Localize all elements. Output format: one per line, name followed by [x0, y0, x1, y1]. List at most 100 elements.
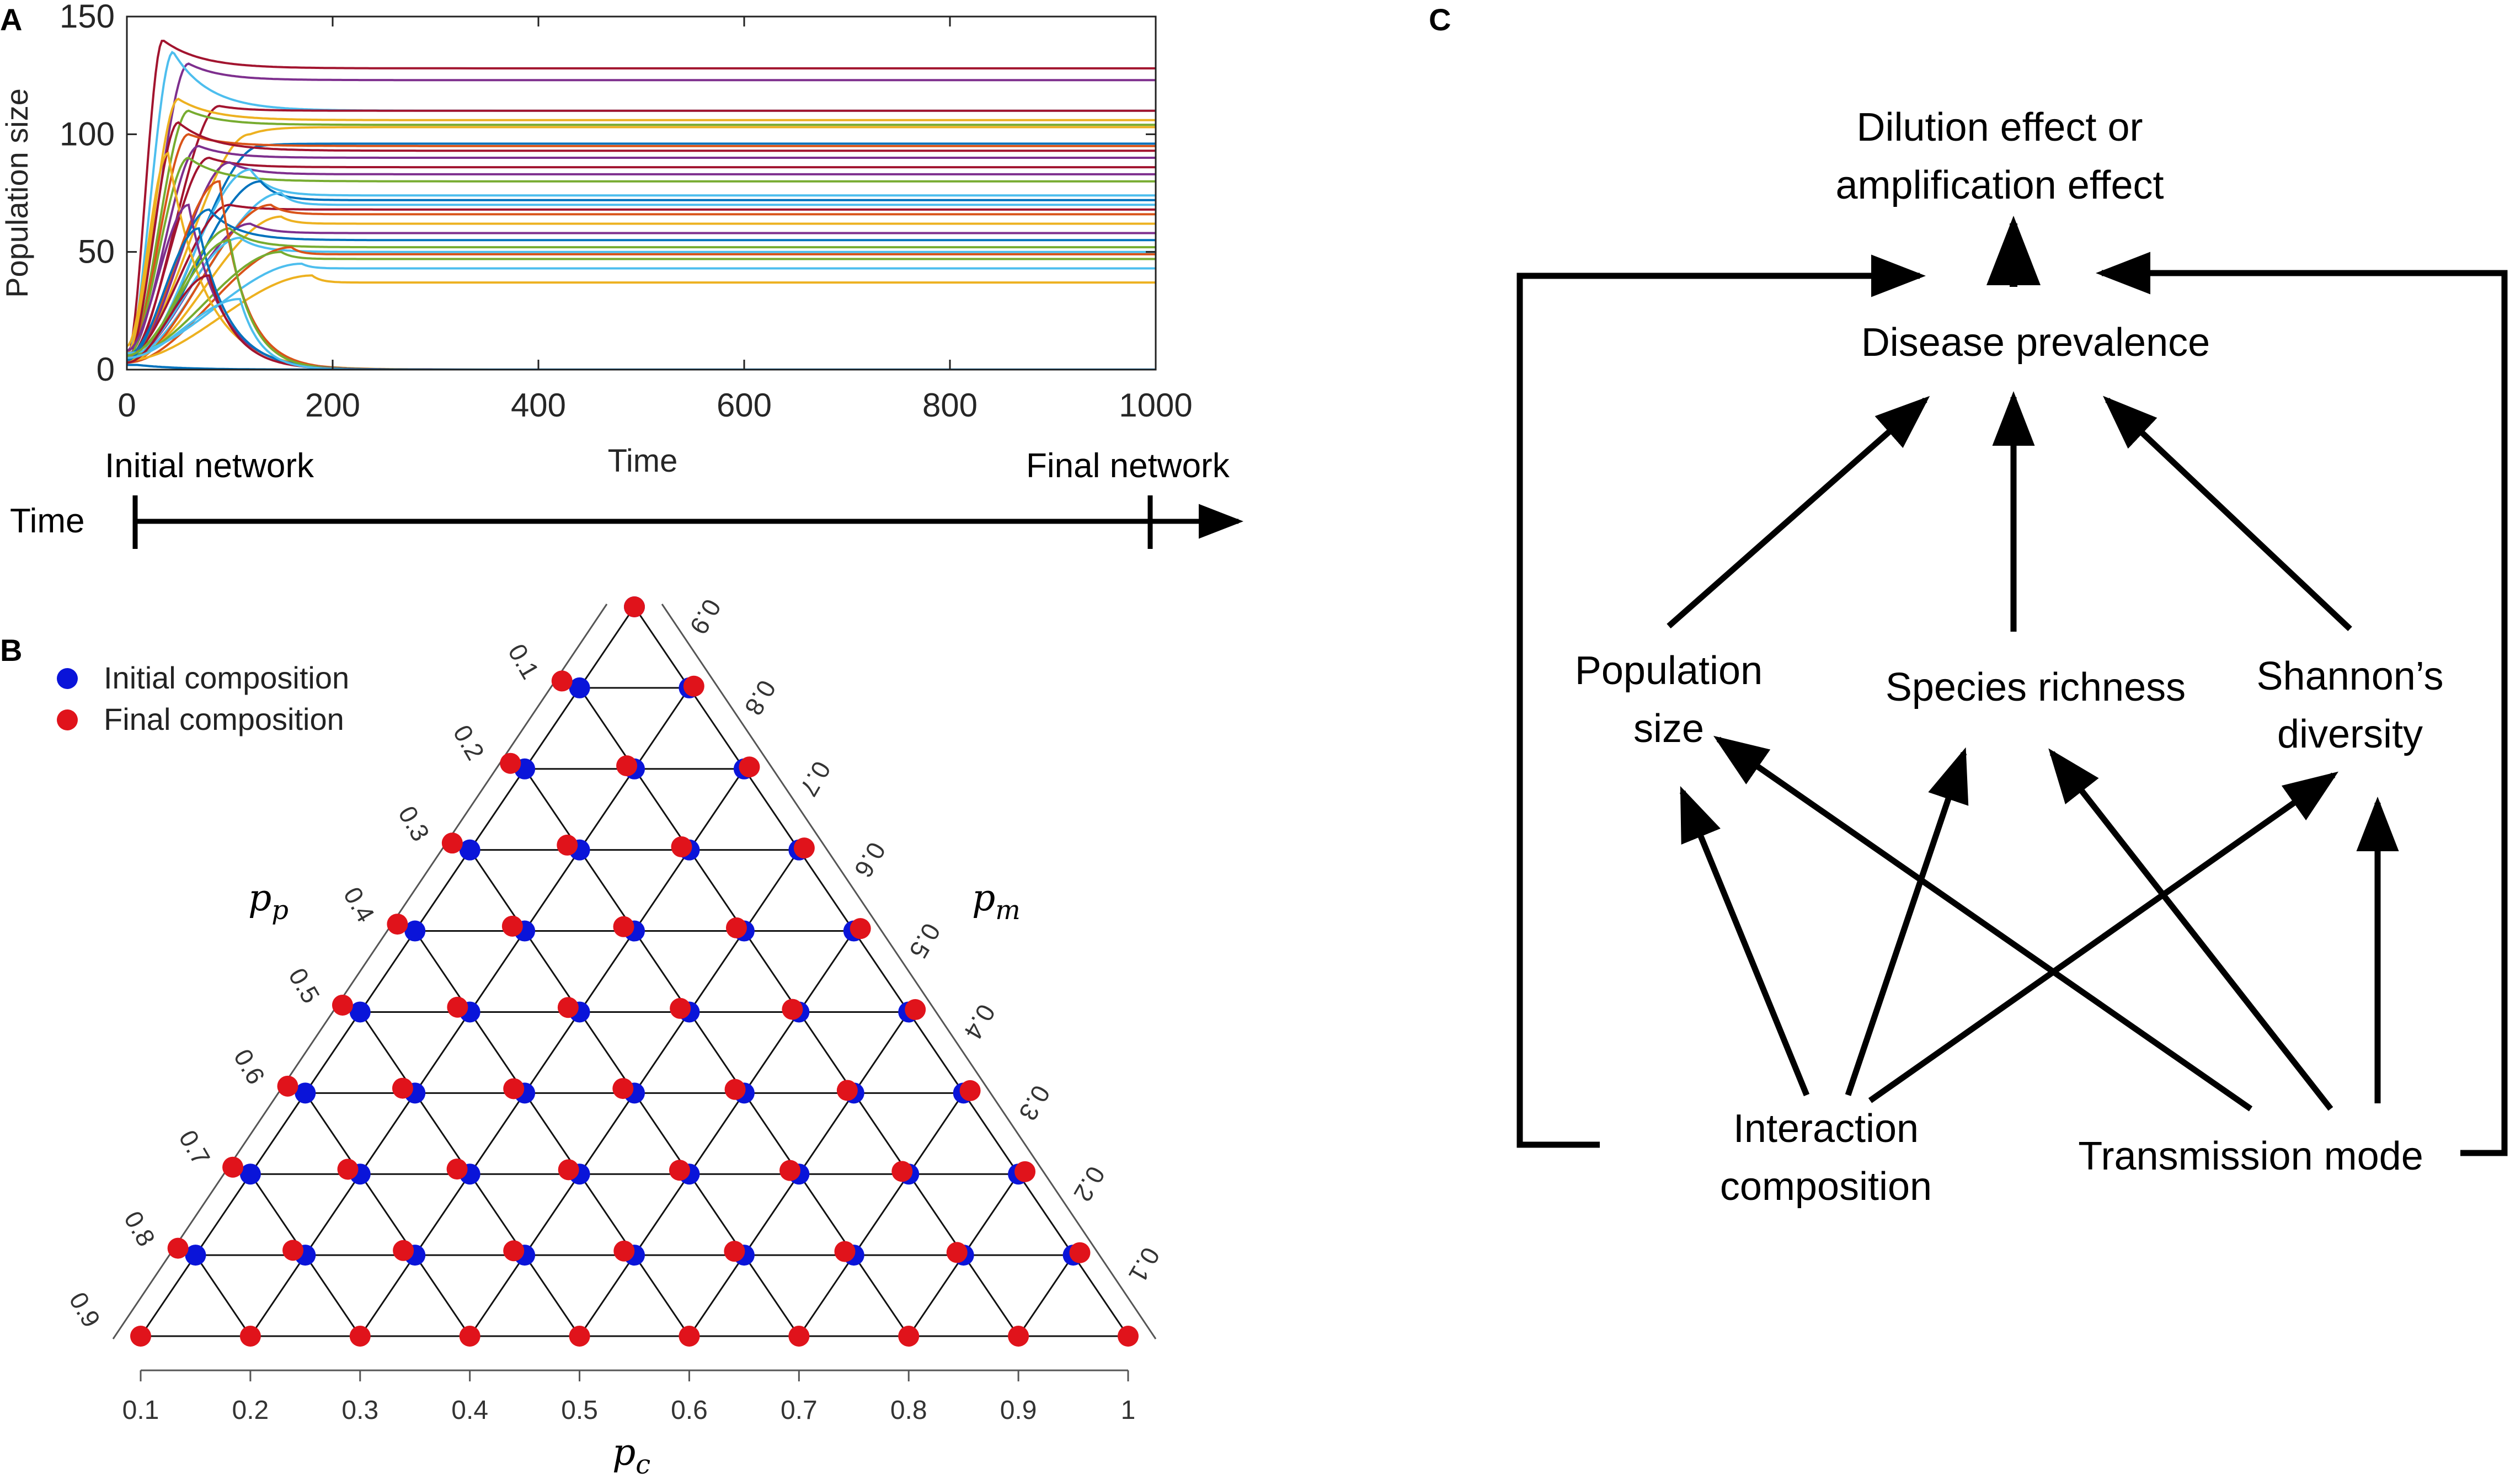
series-line-5: [127, 97, 1156, 354]
initial-point: [404, 920, 426, 942]
final-point: [337, 1159, 359, 1180]
final-point: [167, 1237, 189, 1259]
series-line-27: [127, 262, 1156, 355]
axis-label-pm: pm: [972, 877, 1021, 926]
series-line-28: [127, 274, 1156, 361]
left-tick-label: 0.5: [283, 963, 325, 1008]
bottom-tick-label: 0.5: [561, 1396, 598, 1425]
shannon-to-prevalence-arrow: [2102, 396, 2352, 632]
x-tick-label: 400: [511, 387, 566, 424]
shannon-diversity-line2: diversity: [2277, 712, 2423, 756]
x-tick-label: 0: [118, 387, 136, 424]
grid-line-r: [359, 768, 745, 1337]
right-tick-label: 0.1: [1123, 1242, 1166, 1287]
timeline-start-label: Initial network: [105, 447, 314, 485]
final-point: [130, 1326, 151, 1347]
axis-right-line: [661, 604, 1157, 1339]
timeline: Initial network Final network Time: [10, 447, 1243, 549]
interaction-to-shannon-arrow: [1868, 771, 2339, 1103]
final-point: [277, 1075, 298, 1097]
final-point: [349, 1326, 371, 1347]
grid-line-l: [195, 1255, 252, 1337]
interaction-composition-line2: composition: [1720, 1165, 1932, 1209]
legend: Initial composition Final composition: [57, 660, 349, 736]
outcome-label-line2: amplification effect: [1836, 163, 2164, 207]
final-point: [616, 755, 638, 777]
series-line-19: [127, 204, 1156, 364]
y-tick-label: 0: [97, 351, 115, 388]
shannon-diversity-line1: Shannon’s: [2257, 654, 2444, 698]
grid-line-r: [798, 1092, 964, 1337]
species-richness-label: Species richness: [1886, 665, 2186, 709]
initial-point: [459, 839, 480, 861]
population-size-line1: Population: [1575, 649, 1763, 693]
axis-label-pp: pp: [248, 877, 289, 926]
final-point: [447, 996, 468, 1018]
axis-label-pc: pc: [612, 1431, 650, 1480]
final-point: [779, 1160, 801, 1181]
final-point: [793, 837, 815, 859]
final-point: [446, 1159, 468, 1180]
final-point: [282, 1240, 304, 1261]
grid-line-r: [140, 606, 635, 1337]
legend-initial-label: Initial composition: [104, 660, 349, 695]
series-line-1: [127, 39, 1156, 359]
y-tick-label: 50: [78, 233, 115, 270]
transmission-mode-label: Transmission mode: [2078, 1134, 2423, 1178]
final-point: [671, 836, 692, 858]
series-line-15: [127, 168, 1156, 364]
final-point: [724, 1241, 745, 1262]
grid-line-r: [579, 930, 855, 1337]
final-point: [613, 916, 634, 937]
series-line-20: [127, 215, 1156, 361]
bracket-right-arrow: [2096, 252, 2508, 1156]
series-line-31: [127, 203, 1156, 370]
timeline-end-label: Final network: [1026, 447, 1230, 485]
bottom-tick-label: 0.7: [781, 1396, 818, 1425]
x-tick-label: 600: [717, 387, 772, 424]
final-point: [905, 999, 926, 1021]
final-point: [946, 1242, 968, 1263]
transmission-to-richness-arrow: [2048, 748, 2333, 1111]
line-series-group: [127, 39, 1156, 370]
final-point: [725, 917, 747, 938]
left-tick-label: 0.2: [447, 720, 490, 765]
panel-b-letter: B: [0, 633, 22, 668]
interaction-composition-line1: Interaction: [1733, 1107, 1919, 1151]
x-axis-label: Time: [608, 443, 678, 479]
final-point: [959, 1080, 981, 1101]
left-tick-label: 0.3: [393, 801, 435, 846]
initial-point: [569, 677, 590, 698]
final-point: [739, 756, 760, 778]
transmission-to-population-arrow: [1713, 735, 2253, 1112]
series-line-9: [127, 133, 1156, 359]
series-line-24: [127, 237, 1156, 359]
final-point: [1014, 1161, 1036, 1182]
final-point: [222, 1156, 244, 1178]
timeline-time-label: Time: [10, 502, 84, 540]
final-point: [891, 1161, 913, 1182]
bottom-tick-label: 0.1: [122, 1396, 159, 1425]
final-point: [387, 914, 408, 935]
final-point: [503, 1240, 525, 1262]
series-line-29: [127, 151, 1156, 370]
grid-line-r: [1017, 1255, 1074, 1337]
panel-b: B Initial composition Final composition …: [0, 594, 1166, 1480]
legend-initial-marker: [57, 668, 78, 689]
left-tick-label: 0.4: [338, 882, 381, 927]
population-size-line2: size: [1633, 707, 1704, 751]
right-tick-label: 0.3: [1013, 1081, 1056, 1125]
left-tick-label: 0.1: [503, 639, 545, 684]
grid-line-l: [414, 930, 690, 1337]
initial-point: [349, 1001, 371, 1023]
final-point: [501, 915, 523, 937]
final-point: [782, 999, 803, 1020]
final-point: [669, 1160, 690, 1181]
bottom-tick-label: 1: [1121, 1396, 1136, 1425]
final-point: [441, 832, 463, 854]
grid-line-l: [633, 606, 1129, 1337]
initial-point: [239, 1163, 261, 1185]
series-line-25: [127, 246, 1156, 364]
final-point: [503, 1078, 525, 1099]
panel-c: C Dilution effect or amplification effec…: [1429, 2, 2508, 1209]
